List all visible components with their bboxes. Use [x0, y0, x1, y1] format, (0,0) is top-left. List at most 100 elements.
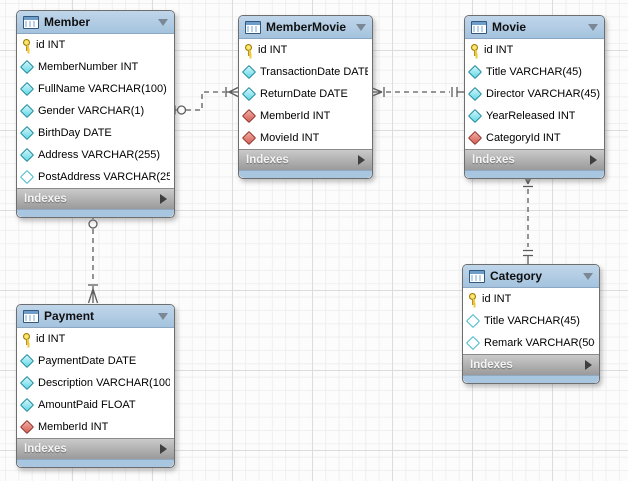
column-label: Remark VARCHAR(500) [484, 337, 595, 349]
column-notnull-icon [19, 397, 35, 413]
column-row[interactable]: YearReleased INT [465, 105, 604, 127]
fk-notnull-icon [241, 108, 257, 124]
column-row[interactable]: BirthDay DATE [17, 122, 174, 144]
indexes-footer[interactable]: Indexes [239, 149, 372, 170]
column-label: AmountPaid FLOAT [38, 399, 136, 411]
column-row[interactable]: PaymentDate DATE [17, 350, 174, 372]
column-row[interactable]: Title VARCHAR(45) [465, 61, 604, 83]
table-payment[interactable]: Payment id INT PaymentDate DATE Descriptio… [16, 304, 175, 468]
column-label: id INT [482, 293, 512, 305]
expand-indexes-icon[interactable] [590, 155, 597, 165]
column-row[interactable]: AmountPaid FLOAT [17, 394, 174, 416]
table-footer-label: Indexes [24, 193, 67, 205]
expand-indexes-icon[interactable] [160, 194, 167, 204]
column-row[interactable]: Description VARCHAR(100) [17, 372, 174, 394]
column-row[interactable]: MovieId INT [239, 127, 372, 149]
table-footer-label: Indexes [470, 359, 513, 371]
column-row[interactable]: id INT [239, 39, 372, 61]
column-label: YearReleased INT [486, 110, 576, 122]
table-bottom-strip [463, 375, 599, 383]
column-notnull-icon [19, 81, 35, 97]
column-label: id INT [258, 44, 288, 56]
column-notnull-icon [467, 86, 483, 102]
column-row[interactable]: ReturnDate DATE [239, 83, 372, 105]
column-row[interactable]: id INT [17, 34, 174, 56]
column-label: id INT [484, 44, 514, 56]
table-bottom-strip [465, 170, 604, 178]
column-notnull-icon [19, 375, 35, 391]
column-nullable-icon [465, 313, 481, 329]
column-row[interactable]: CategoryId INT [465, 127, 604, 149]
column-label: MemberId INT [38, 421, 109, 433]
column-notnull-icon [19, 353, 35, 369]
table-icon [469, 269, 485, 283]
chevron-down-icon[interactable] [583, 272, 593, 280]
indexes-footer[interactable]: Indexes [463, 354, 599, 375]
column-row[interactable]: Address VARCHAR(255) [17, 144, 174, 166]
table-header[interactable]: Member [17, 11, 174, 34]
expand-indexes-icon[interactable] [358, 155, 365, 165]
column-label: id INT [36, 39, 66, 51]
column-row[interactable]: Title VARCHAR(45) [463, 310, 599, 332]
table-header[interactable]: MemberMovie [239, 16, 372, 39]
table-columns: id INT Title VARCHAR(45) Director VARCHAR(… [465, 39, 604, 149]
column-row[interactable]: id INT [465, 39, 604, 61]
column-label: ReturnDate DATE [260, 88, 348, 100]
table-title: Member [44, 15, 91, 29]
column-label: MovieId INT [260, 132, 320, 144]
column-label: Title VARCHAR(45) [484, 315, 580, 327]
column-notnull-icon [467, 108, 483, 124]
column-label: Director VARCHAR(45) [486, 88, 600, 100]
column-row[interactable]: Gender VARCHAR(1) [17, 100, 174, 122]
column-row[interactable]: MemberId INT [17, 416, 174, 438]
table-footer-label: Indexes [24, 443, 67, 455]
table-bottom-strip [239, 170, 372, 178]
table-bottom-strip [17, 459, 174, 467]
relationship-member-membermovie[interactable] [172, 86, 239, 115]
table-movie[interactable]: Movie id INT Title VARCHAR(45) Director VA… [464, 15, 605, 179]
indexes-footer[interactable]: Indexes [17, 188, 174, 209]
indexes-footer[interactable]: Indexes [465, 149, 604, 170]
table-header[interactable]: Category [463, 265, 599, 288]
column-row[interactable]: FullName VARCHAR(100) [17, 78, 174, 100]
table-title: MemberMovie [266, 20, 347, 34]
fk-notnull-icon [241, 130, 257, 146]
expand-indexes-icon[interactable] [585, 360, 592, 370]
column-row[interactable]: Remark VARCHAR(500) [463, 332, 599, 354]
relationship-movie-category[interactable] [522, 172, 534, 264]
column-row[interactable]: id INT [17, 328, 174, 350]
indexes-footer[interactable]: Indexes [17, 438, 174, 459]
chevron-down-icon[interactable] [158, 312, 168, 320]
column-notnull-icon [19, 59, 35, 75]
table-icon [245, 20, 261, 34]
table-membermovie[interactable]: MemberMovie id INT TransactionDate DATE Re… [238, 15, 373, 179]
relationship-member-payment[interactable] [87, 213, 99, 304]
column-label: CategoryId INT [486, 132, 561, 144]
relationship-membermovie-movie[interactable] [370, 86, 465, 98]
table-icon [23, 15, 39, 29]
primary-key-icon [243, 43, 254, 57]
column-label: Gender VARCHAR(1) [38, 105, 145, 117]
chevron-down-icon[interactable] [158, 18, 168, 26]
chevron-down-icon[interactable] [356, 23, 366, 31]
column-row[interactable]: id INT [463, 288, 599, 310]
expand-indexes-icon[interactable] [160, 444, 167, 454]
column-row[interactable]: MemberId INT [239, 105, 372, 127]
column-row[interactable]: MemberNumber INT [17, 56, 174, 78]
column-row[interactable]: PostAddress VARCHAR(255) [17, 166, 174, 188]
table-columns: id INT PaymentDate DATE Description VARCHA… [17, 328, 174, 438]
column-row[interactable]: Director VARCHAR(45) [465, 83, 604, 105]
column-notnull-icon [467, 64, 483, 80]
primary-key-icon [469, 43, 480, 57]
table-header[interactable]: Payment [17, 305, 174, 328]
column-label: PaymentDate DATE [38, 355, 137, 367]
column-row[interactable]: TransactionDate DATE [239, 61, 372, 83]
table-bottom-strip [17, 209, 174, 217]
chevron-down-icon[interactable] [588, 23, 598, 31]
table-category[interactable]: Category id INT Title VARCHAR(45) Remark V… [462, 264, 600, 384]
table-footer-label: Indexes [246, 154, 289, 166]
table-header[interactable]: Movie [465, 16, 604, 39]
